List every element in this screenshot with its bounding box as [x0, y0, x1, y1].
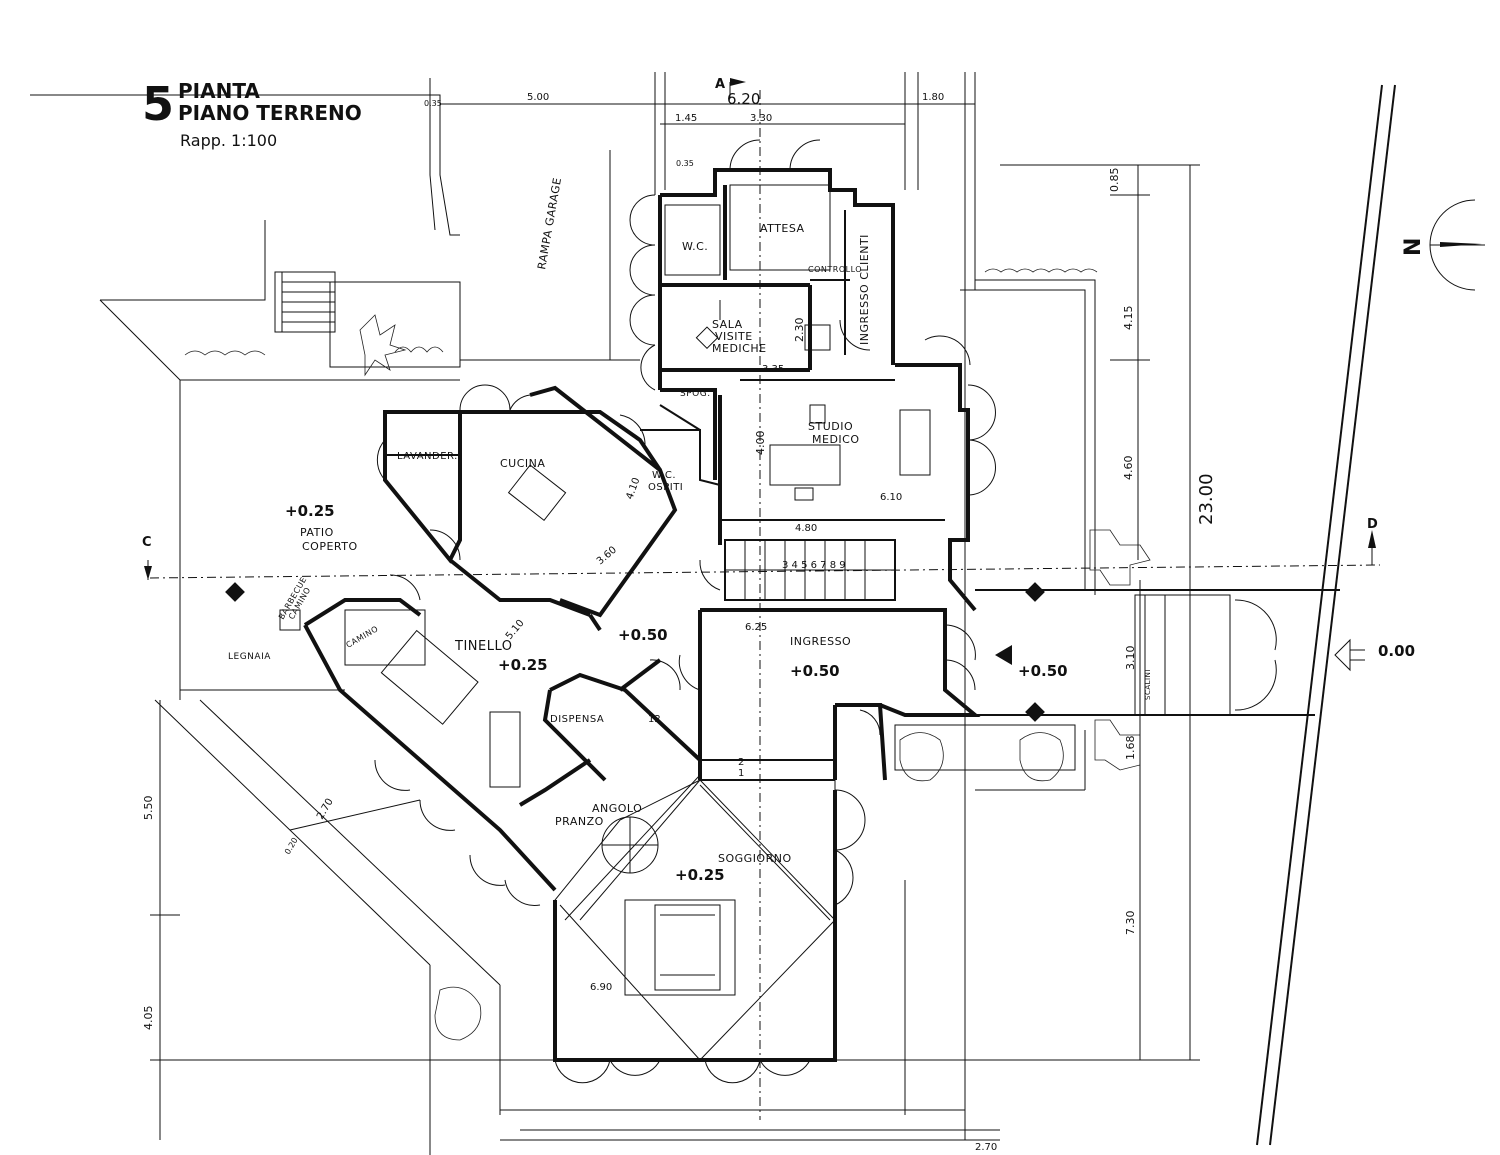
dim-top-035b: 0.35 [676, 159, 694, 168]
level-tinello: +0.25 [498, 656, 548, 674]
room-label-legnaia: LEGNAIA [228, 652, 271, 662]
room-label-scalini: SCALINI [1144, 669, 1152, 700]
clinic-walls [658, 168, 977, 612]
room-label-dispensa: DISPENSA [550, 714, 604, 725]
section-mark-a: A [715, 77, 725, 92]
level-entry: +0.50 [1018, 662, 1068, 680]
plan-title-line1: PIANTA [178, 79, 260, 103]
dim-left-405: 4.05 [142, 1006, 155, 1031]
dimension-text: 5.00 6.20 1.80 0.35 1.45 3.30 0.35 0.85 … [142, 90, 1217, 1153]
room-label-sala-1: SALA [712, 318, 743, 331]
room-label-patio-2: COPERTO [302, 540, 358, 553]
dim-top-500: 5.00 [527, 92, 549, 103]
room-label-wc: W.C. [682, 240, 708, 253]
section-mark-c: C [142, 535, 152, 550]
kitchen-walls [383, 385, 721, 618]
dim-v-085: 0.85 [1108, 168, 1121, 193]
level-soggiorno: +0.25 [675, 866, 725, 884]
dim-top-330: 3.30 [750, 113, 772, 124]
room-label-ingresso: INGRESSO [790, 635, 851, 648]
dim-dispensa-12: 12 [648, 714, 661, 725]
room-label-ingresso-clienti: INGRESSO CLIENTI [858, 234, 871, 345]
dim-left-270: 2.70 [315, 797, 336, 822]
room-label-wc-ospiti-1: W.C. [652, 470, 676, 481]
stair-step-numbers: 3 4 5 6 7 8 9 [782, 560, 846, 571]
dim-sogg-690: 6.90 [590, 982, 612, 993]
plan-scale: Rapp. 1:100 [180, 131, 277, 150]
plan-title-line2: PIANO TERRENO [178, 101, 362, 125]
dim-top-145: 1.45 [675, 113, 697, 124]
room-label-rampa-garage: RAMPA GARAGE [535, 176, 564, 270]
room-label-wc-ospiti-2: OSPITI [648, 482, 683, 493]
dim-v-730: 7.30 [1124, 911, 1137, 936]
title-block: 5 PIANTA PIANO TERRENO Rapp. 1:100 [142, 77, 362, 150]
dim-v-460: 4.60 [1122, 456, 1135, 481]
level-patio: +0.25 [285, 502, 335, 520]
dim-top-620: 6.20 [727, 90, 760, 108]
dim-left-020: 0.20 [283, 836, 300, 856]
room-label-sala-2: VISITE [715, 330, 753, 343]
room-label-tinello: TINELLO [454, 639, 512, 654]
dim-cucina-360: 3.60 [595, 545, 619, 568]
north-label: N [1401, 238, 1426, 256]
room-label-attesa: ATTESA [760, 222, 805, 235]
room-label-sala-3: MEDICHE [712, 342, 767, 355]
dim-bottom-270: 2.70 [975, 1142, 997, 1153]
dim-studio-400: 4.00 [754, 431, 767, 456]
room-label-cucina: CUCINA [500, 457, 545, 470]
room-label-spog: SPOG. [680, 389, 711, 399]
room-label-lavander: LAVANDER. [397, 451, 458, 462]
dim-v-2300: 23.00 [1196, 473, 1217, 525]
dim-left-550: 5.50 [142, 796, 155, 821]
level-hall-small: +0.50 [618, 626, 668, 644]
dim-tinello-510: 5.10 [504, 618, 527, 642]
room-label-patio-1: PATIO [300, 526, 334, 539]
stairs: 3 4 5 6 7 8 9 [724, 539, 896, 601]
level-ingresso: +0.50 [790, 662, 840, 680]
room-label-controllo: CONTROLLO [808, 265, 862, 274]
room-label-camino: CAMINO [345, 624, 380, 650]
door-swings [374, 139, 1277, 1084]
plan-number: 5 [142, 77, 174, 131]
dim-v-415: 4.15 [1122, 306, 1135, 331]
dim-studio-610: 6.10 [880, 492, 902, 503]
dim-ingresso-625: 6.25 [745, 622, 767, 633]
dim-stair-480: 4.80 [795, 523, 817, 534]
dim-sala-335: 3.35 [762, 364, 784, 375]
level-ground: 0.00 [1378, 642, 1415, 660]
level-marks: +0.25 +0.25 +0.50 +0.50 +0.50 +0.25 0.00 [285, 502, 1415, 884]
dim-step-1: 1 [738, 768, 744, 779]
dim-v-168: 1.68 [1124, 736, 1137, 761]
dim-top-035a: 0.35 [424, 99, 442, 108]
site-boundaries [30, 72, 1396, 1155]
dim-top-180: 1.80 [922, 92, 944, 103]
room-label-angolo-2: PRANZO [555, 815, 604, 828]
column-markers [225, 582, 1365, 722]
room-label-soggiorno: SOGGIORNO [718, 852, 792, 865]
soggiorno-walls [553, 774, 837, 1062]
room-label-angolo-1: ANGOLO [592, 802, 642, 815]
section-mark-d: D [1367, 517, 1378, 532]
dim-v-310: 3.10 [1124, 646, 1137, 671]
north-arrow: N [1401, 199, 1485, 291]
room-label-studio-1: STUDIO [808, 420, 853, 433]
dim-cucina-410: 4.10 [624, 476, 642, 501]
room-label-studio-2: MEDICO [812, 433, 860, 446]
dim-sala-230: 2.30 [793, 318, 806, 343]
dim-step-2: 2 [738, 757, 744, 768]
tinello-walls [279, 598, 702, 892]
